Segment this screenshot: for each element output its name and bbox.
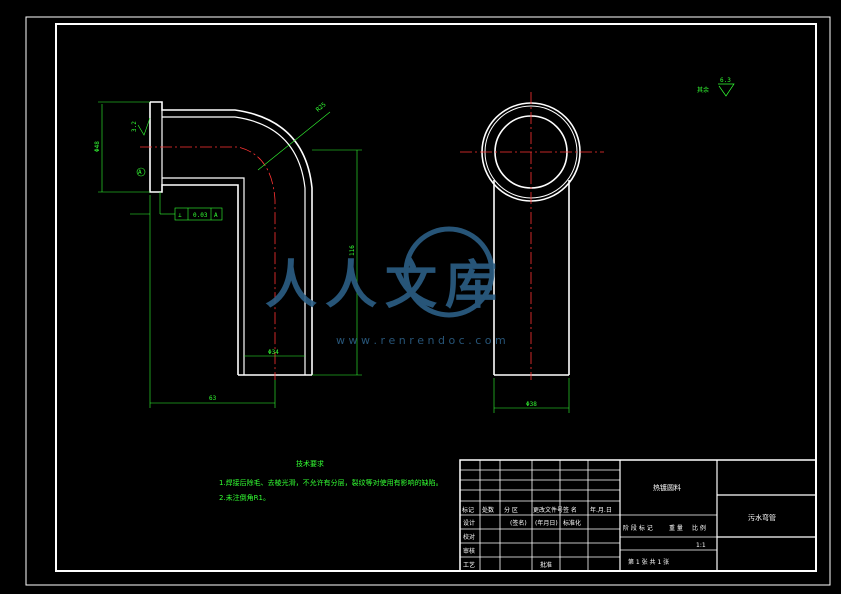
tb-biaoji: 标记 [462,506,474,514]
perpendicularity-symbol: ⊥ [178,212,182,219]
watermark-text: 人人文库 [265,256,505,316]
dim-inner-diameter: Φ34 [268,349,279,356]
tb-shenhe: 审核 [463,547,475,555]
tb-scale-value: 1:1 [696,542,706,549]
tb-scale-label: 比 例 [692,524,706,532]
notes-line1: 1.焊接后除毛、去棱光滑，不允许有分层，裂纹等对使用有影响的缺陷。 [219,478,443,487]
tb-gongyi: 工艺 [463,561,475,569]
tb-sheet: 第 1 张 共 1 张 [628,558,669,566]
outer-border [25,16,831,586]
front-dimensions [98,101,362,408]
roughness-corner-prefix: 其余 [697,86,709,94]
tb-riqi: 年.月.日 [590,506,612,514]
dim-left-diameter: Φ48 [94,141,101,152]
notes-title: 技术要求 [296,459,324,468]
tb-signature: (签名) [510,519,527,527]
dim-horizontal-length: 63 [209,395,217,402]
tb-biaozhunhua: 标准化 [563,519,581,527]
dim-vertical-length: 116 [349,245,356,256]
front-view [140,101,313,380]
datum-symbol: A [138,169,142,176]
roughness-corner-value: 6.3 [720,77,731,84]
tb-part-name: 污水弯管 [748,513,776,522]
watermark-url: w w w . r e n r e n d o c . c o m [336,334,506,347]
tb-chushu: 处数 [482,506,494,514]
side-dimensions [493,378,570,413]
title-block [459,459,817,572]
notes-line2: 2.未注倒角R1。 [219,493,270,502]
datum-circle [136,167,146,177]
tb-stage: 阶 段 标 记 [623,524,653,532]
tb-jiaodui: 校对 [463,533,475,541]
side-view [460,92,604,380]
watermark: 人人文库 w w w . r e n r e n d o c . c o m [265,226,506,347]
tb-weight: 重 量 [669,524,683,532]
tolerance-datum: A [214,212,218,219]
dim-right-diameter: Φ38 [526,401,537,408]
tb-sheji: 设计 [463,519,475,527]
tb-qianming: 签 名 [563,506,577,514]
tb-wenjian: 更改文件号 [533,506,563,514]
tb-material: 热镀圆料 [653,483,681,492]
roughness-corner-symbol [718,83,735,97]
inner-border [55,23,817,572]
dim-roughness-left: 3.2 [131,121,138,132]
tb-pizhun: 批准 [540,561,552,569]
tb-fenqu: 分 区 [504,506,518,514]
tb-date-field: (年月日) [535,519,558,527]
dim-bend-radius: R25 [315,101,328,114]
tolerance-value: 0.03 [193,212,208,219]
